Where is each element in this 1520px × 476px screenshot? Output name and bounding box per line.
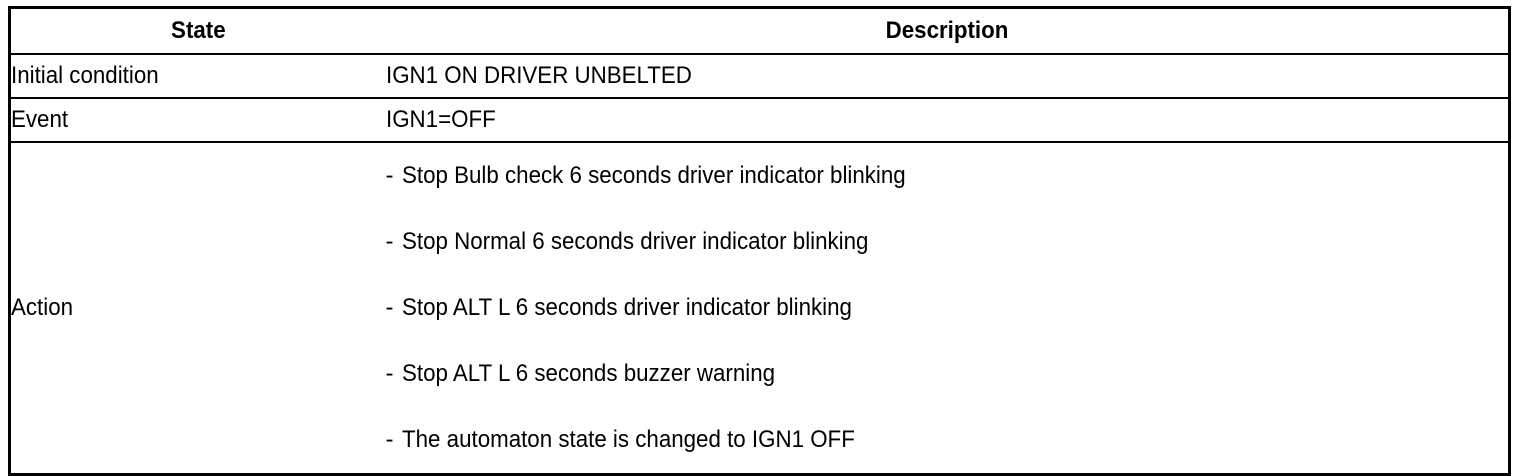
cell-state-initial-condition: Initial condition: [9, 54, 386, 99]
action-list-item: -The automaton state is changed to IGN1 …: [386, 407, 1509, 473]
action-list-item-label: Stop ALT L 6 seconds buzzer warning: [401, 360, 775, 387]
action-list-item: -Stop Bulb check 6 seconds driver indica…: [386, 143, 1509, 209]
bullet-dash-icon: -: [385, 360, 394, 387]
action-list-item-label: Stop Normal 6 seconds driver indicator b…: [401, 228, 868, 255]
document-page: State Description Initial condition IGN1…: [8, 6, 1511, 476]
cell-description-event: IGN1=OFF: [385, 98, 1510, 143]
table-header-row: State Description: [9, 7, 1510, 55]
table-body: Initial condition IGN1 ON DRIVER UNBELTE…: [9, 54, 1510, 475]
column-header-state: State: [9, 7, 386, 55]
bullet-dash-icon: -: [385, 426, 394, 453]
column-header-description: Description: [385, 7, 1510, 55]
action-list-item-label: Stop Bulb check 6 seconds driver indicat…: [401, 162, 906, 189]
column-header-description-label: Description: [885, 17, 1009, 44]
action-list-item: -Stop ALT L 6 seconds driver indicator b…: [386, 275, 1509, 341]
action-list-item: -Stop ALT L 6 seconds buzzer warning: [386, 341, 1509, 407]
bullet-dash-icon: -: [385, 228, 394, 255]
action-list-item: -Stop Normal 6 seconds driver indicator …: [386, 209, 1509, 275]
cell-description-initial-condition-label: IGN1 ON DRIVER UNBELTED: [385, 61, 692, 89]
bullet-dash-icon: -: [385, 162, 394, 189]
cell-state-action-label: Action: [11, 294, 74, 321]
table-row-action: Action -Stop Bulb check 6 seconds driver…: [9, 142, 1510, 475]
action-item-list: -Stop Bulb check 6 seconds driver indica…: [386, 143, 1509, 473]
cell-description-event-label: IGN1=OFF: [385, 105, 496, 133]
cell-description-initial-condition: IGN1 ON DRIVER UNBELTED: [385, 54, 1510, 99]
table-row-initial-condition: Initial condition IGN1 ON DRIVER UNBELTE…: [9, 54, 1510, 99]
cell-state-initial-condition-label: Initial condition: [11, 61, 159, 89]
bullet-dash-icon: -: [385, 294, 394, 321]
action-list-item-label: Stop ALT L 6 seconds driver indicator bl…: [401, 294, 852, 321]
column-header-state-label: State: [170, 17, 226, 44]
cell-state-action: Action: [9, 142, 386, 475]
cell-description-action: -Stop Bulb check 6 seconds driver indica…: [385, 142, 1510, 475]
action-list-item-label: The automaton state is changed to IGN1 O…: [401, 426, 855, 453]
cell-state-event-label: Event: [11, 105, 69, 133]
table-row-event: Event IGN1=OFF: [9, 98, 1510, 143]
state-description-table: State Description Initial condition IGN1…: [8, 6, 1511, 476]
cell-state-event: Event: [9, 98, 386, 143]
table-header: State Description: [9, 7, 1510, 55]
